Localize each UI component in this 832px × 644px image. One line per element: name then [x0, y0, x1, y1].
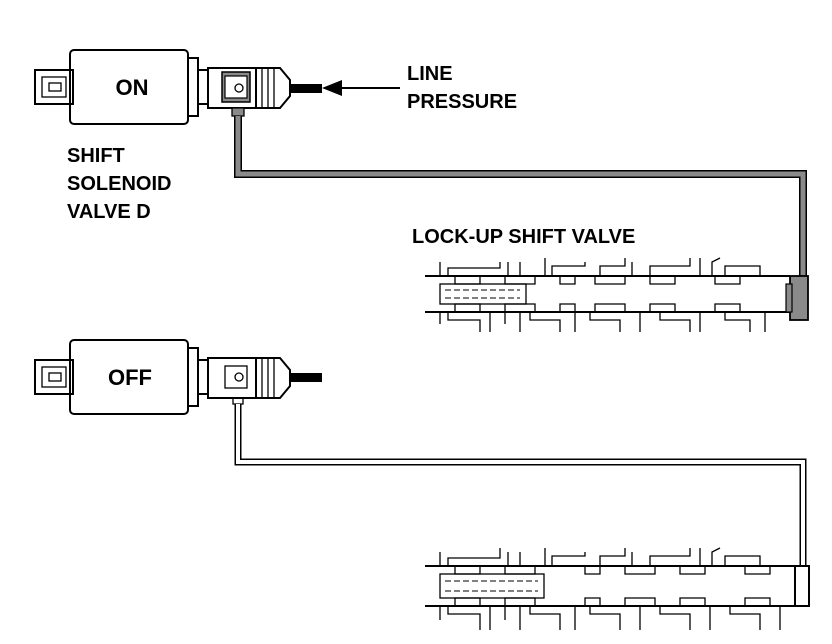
label-line: LINE [407, 63, 453, 85]
connector-plug-on [34, 69, 74, 105]
label-off: OFF [108, 365, 152, 390]
label-valve-title: LOCK-UP SHIFT VALVE [412, 226, 635, 248]
line-pressure-arrow [322, 80, 400, 96]
drain-line-bottom [234, 404, 807, 566]
label-valve-d: VALVE D [67, 201, 151, 223]
solenoid-off: OFF [34, 339, 322, 415]
label-pressure: PRESSURE [407, 91, 517, 113]
solenoid-on: ON [34, 49, 322, 125]
valve-housing-on [207, 67, 322, 117]
label-shift: SHIFT [67, 145, 125, 167]
label-on: ON [116, 75, 149, 100]
shift-valve-top [425, 257, 809, 332]
shift-valve-bottom [425, 547, 810, 630]
valve-housing-off [207, 357, 322, 405]
connector-plug-off [34, 359, 74, 395]
label-solenoid: SOLENOID [67, 173, 171, 195]
